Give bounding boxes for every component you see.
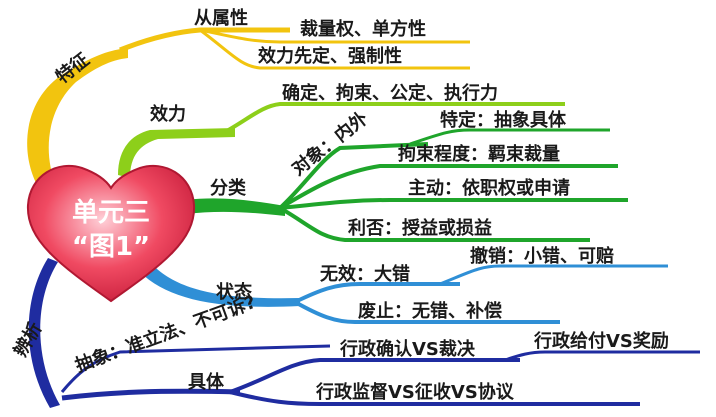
branch-analysis — [28, 258, 700, 408]
analysis-line-supervise — [229, 390, 640, 406]
analysis-line-concrete — [61, 388, 241, 401]
classification-main-line — [185, 198, 285, 216]
analysis-line-payment — [504, 350, 700, 362]
heart-title-line2: “图1” — [72, 232, 150, 262]
features-main-line — [27, 48, 128, 190]
label-efficacy-items: 确定、拘束、公定、执行力 — [282, 82, 498, 104]
label-power: 裁量权、单方性 — [300, 18, 426, 40]
label-benefit: 利否：授益或损益 — [348, 217, 492, 239]
efficacy-line-items — [224, 102, 565, 134]
state-line-revoke — [439, 264, 668, 286]
label-concrete: 具体 — [188, 371, 225, 393]
state-line-invalid — [294, 282, 460, 304]
analysis-line-confirm — [229, 358, 520, 394]
analysis-main-line — [28, 258, 60, 408]
features-line-effect — [199, 28, 470, 70]
classification-line-object — [278, 142, 429, 210]
state-line-abolish — [294, 300, 560, 324]
label-classification: 分类 — [210, 177, 247, 199]
branch-state — [140, 262, 668, 324]
label-revoke: 撤销：小错、可赔 — [470, 245, 614, 267]
label-invalid: 无效：大错 — [320, 263, 410, 285]
features-line-top — [119, 27, 290, 53]
classification-line-specific — [409, 128, 610, 146]
classification-line-initiative — [279, 198, 628, 210]
features-line-power — [199, 28, 470, 44]
classification-line-binding — [278, 164, 618, 210]
state-main-line — [140, 262, 300, 307]
heart-title-line1: 单元三 — [72, 198, 150, 228]
label-initiative: 主动：依职权或申请 — [408, 177, 570, 199]
label-subordinate: 从属性 — [194, 7, 248, 29]
center-heart: 单元三 “图1” — [26, 164, 196, 303]
label-binding: 拘束程度：羁束裁量 — [398, 143, 560, 165]
branch-classification — [185, 128, 628, 242]
analysis-line-abstract — [60, 344, 331, 393]
label-supervise: 行政监督VS征收VS协议 — [315, 381, 515, 403]
efficacy-main-line — [118, 128, 235, 178]
label-effect: 效力先定、强制性 — [258, 45, 402, 67]
heart-shape — [26, 164, 196, 303]
branch-features — [27, 27, 470, 190]
branch-efficacy — [118, 102, 565, 178]
label-confirm: 行政确认VS裁决 — [339, 338, 476, 360]
label-abstract: 抽象：准立法、不可诉? — [72, 291, 258, 377]
label-specific: 特定：抽象具体 — [440, 109, 567, 131]
classification-line-benefit — [279, 206, 590, 242]
label-payment: 行政给付VS奖励 — [533, 330, 669, 352]
label-state: 状态 — [216, 281, 252, 303]
label-abolish: 废止：无错、补偿 — [358, 300, 502, 322]
label-efficacy: 效力 — [150, 103, 186, 125]
